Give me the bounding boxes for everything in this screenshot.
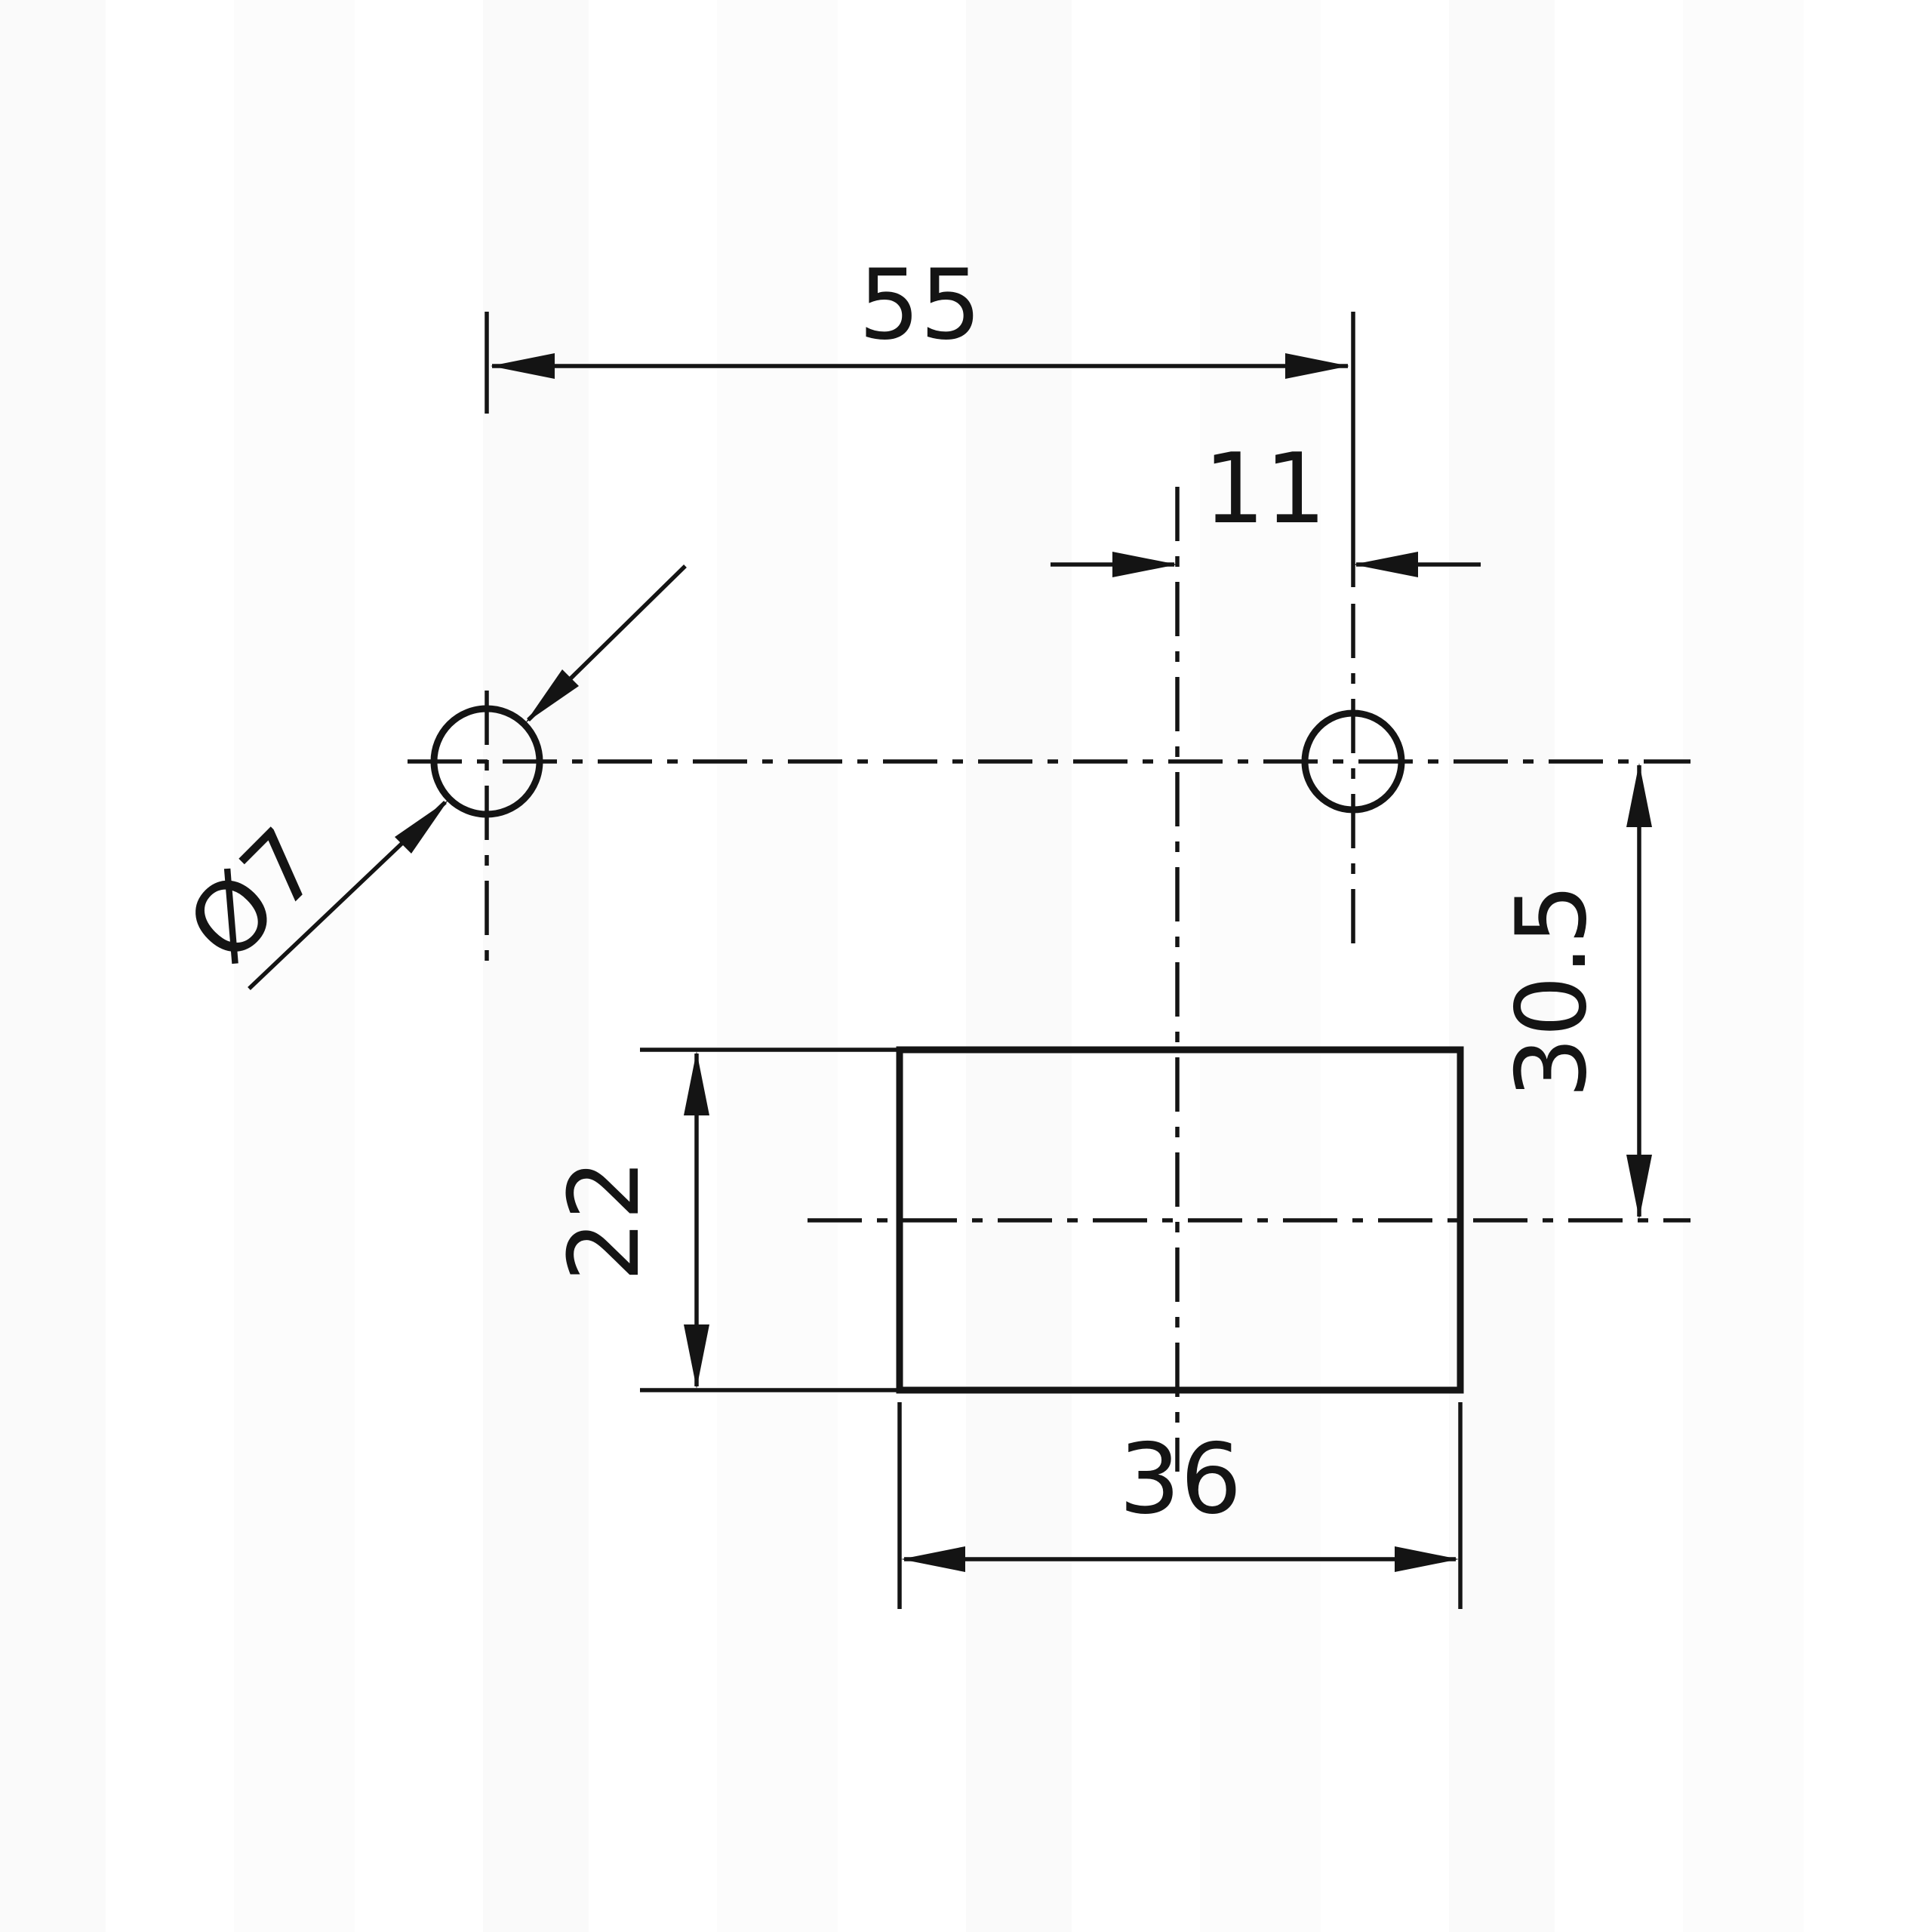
- right-hole-circle: [1301, 709, 1405, 814]
- arrowhead-36-left: [901, 1546, 965, 1572]
- left-hole-circle: [430, 705, 543, 818]
- arrowhead-diameter-upper: [525, 669, 579, 723]
- arrowhead-11-left: [1112, 552, 1177, 577]
- cutout-rectangle: [896, 1046, 1464, 1394]
- label-hole-offset: 11: [1204, 433, 1327, 546]
- extension-lines-group: [485, 312, 1463, 1609]
- arrowhead-36-right: [1395, 1546, 1459, 1572]
- arrowhead-55-right: [1285, 353, 1349, 379]
- label-cutout-height: 22: [549, 1159, 661, 1282]
- arrowhead-22-bottom: [684, 1324, 709, 1389]
- arrowhead-30-5-bottom: [1626, 1155, 1652, 1219]
- dimension-lines-group: [248, 353, 1652, 1572]
- arrowhead-diameter-lower: [395, 800, 448, 854]
- arrowhead-11-right: [1353, 552, 1418, 577]
- label-vertical-offset: 30.5: [1496, 884, 1608, 1099]
- label-hole-spacing: 55: [859, 249, 982, 361]
- label-hole-diameter: Ø7: [166, 808, 343, 984]
- arrowhead-22-top: [684, 1051, 709, 1115]
- centerlines-group: [408, 487, 1690, 1472]
- arrowhead-55-left: [491, 353, 555, 379]
- arrowhead-30-5-top: [1626, 763, 1652, 827]
- label-cutout-width: 36: [1119, 1423, 1242, 1536]
- part-geometry-group: [430, 705, 1464, 1394]
- dimension-labels-group: 55 11 30.5 22 36 Ø7: [166, 249, 1608, 1536]
